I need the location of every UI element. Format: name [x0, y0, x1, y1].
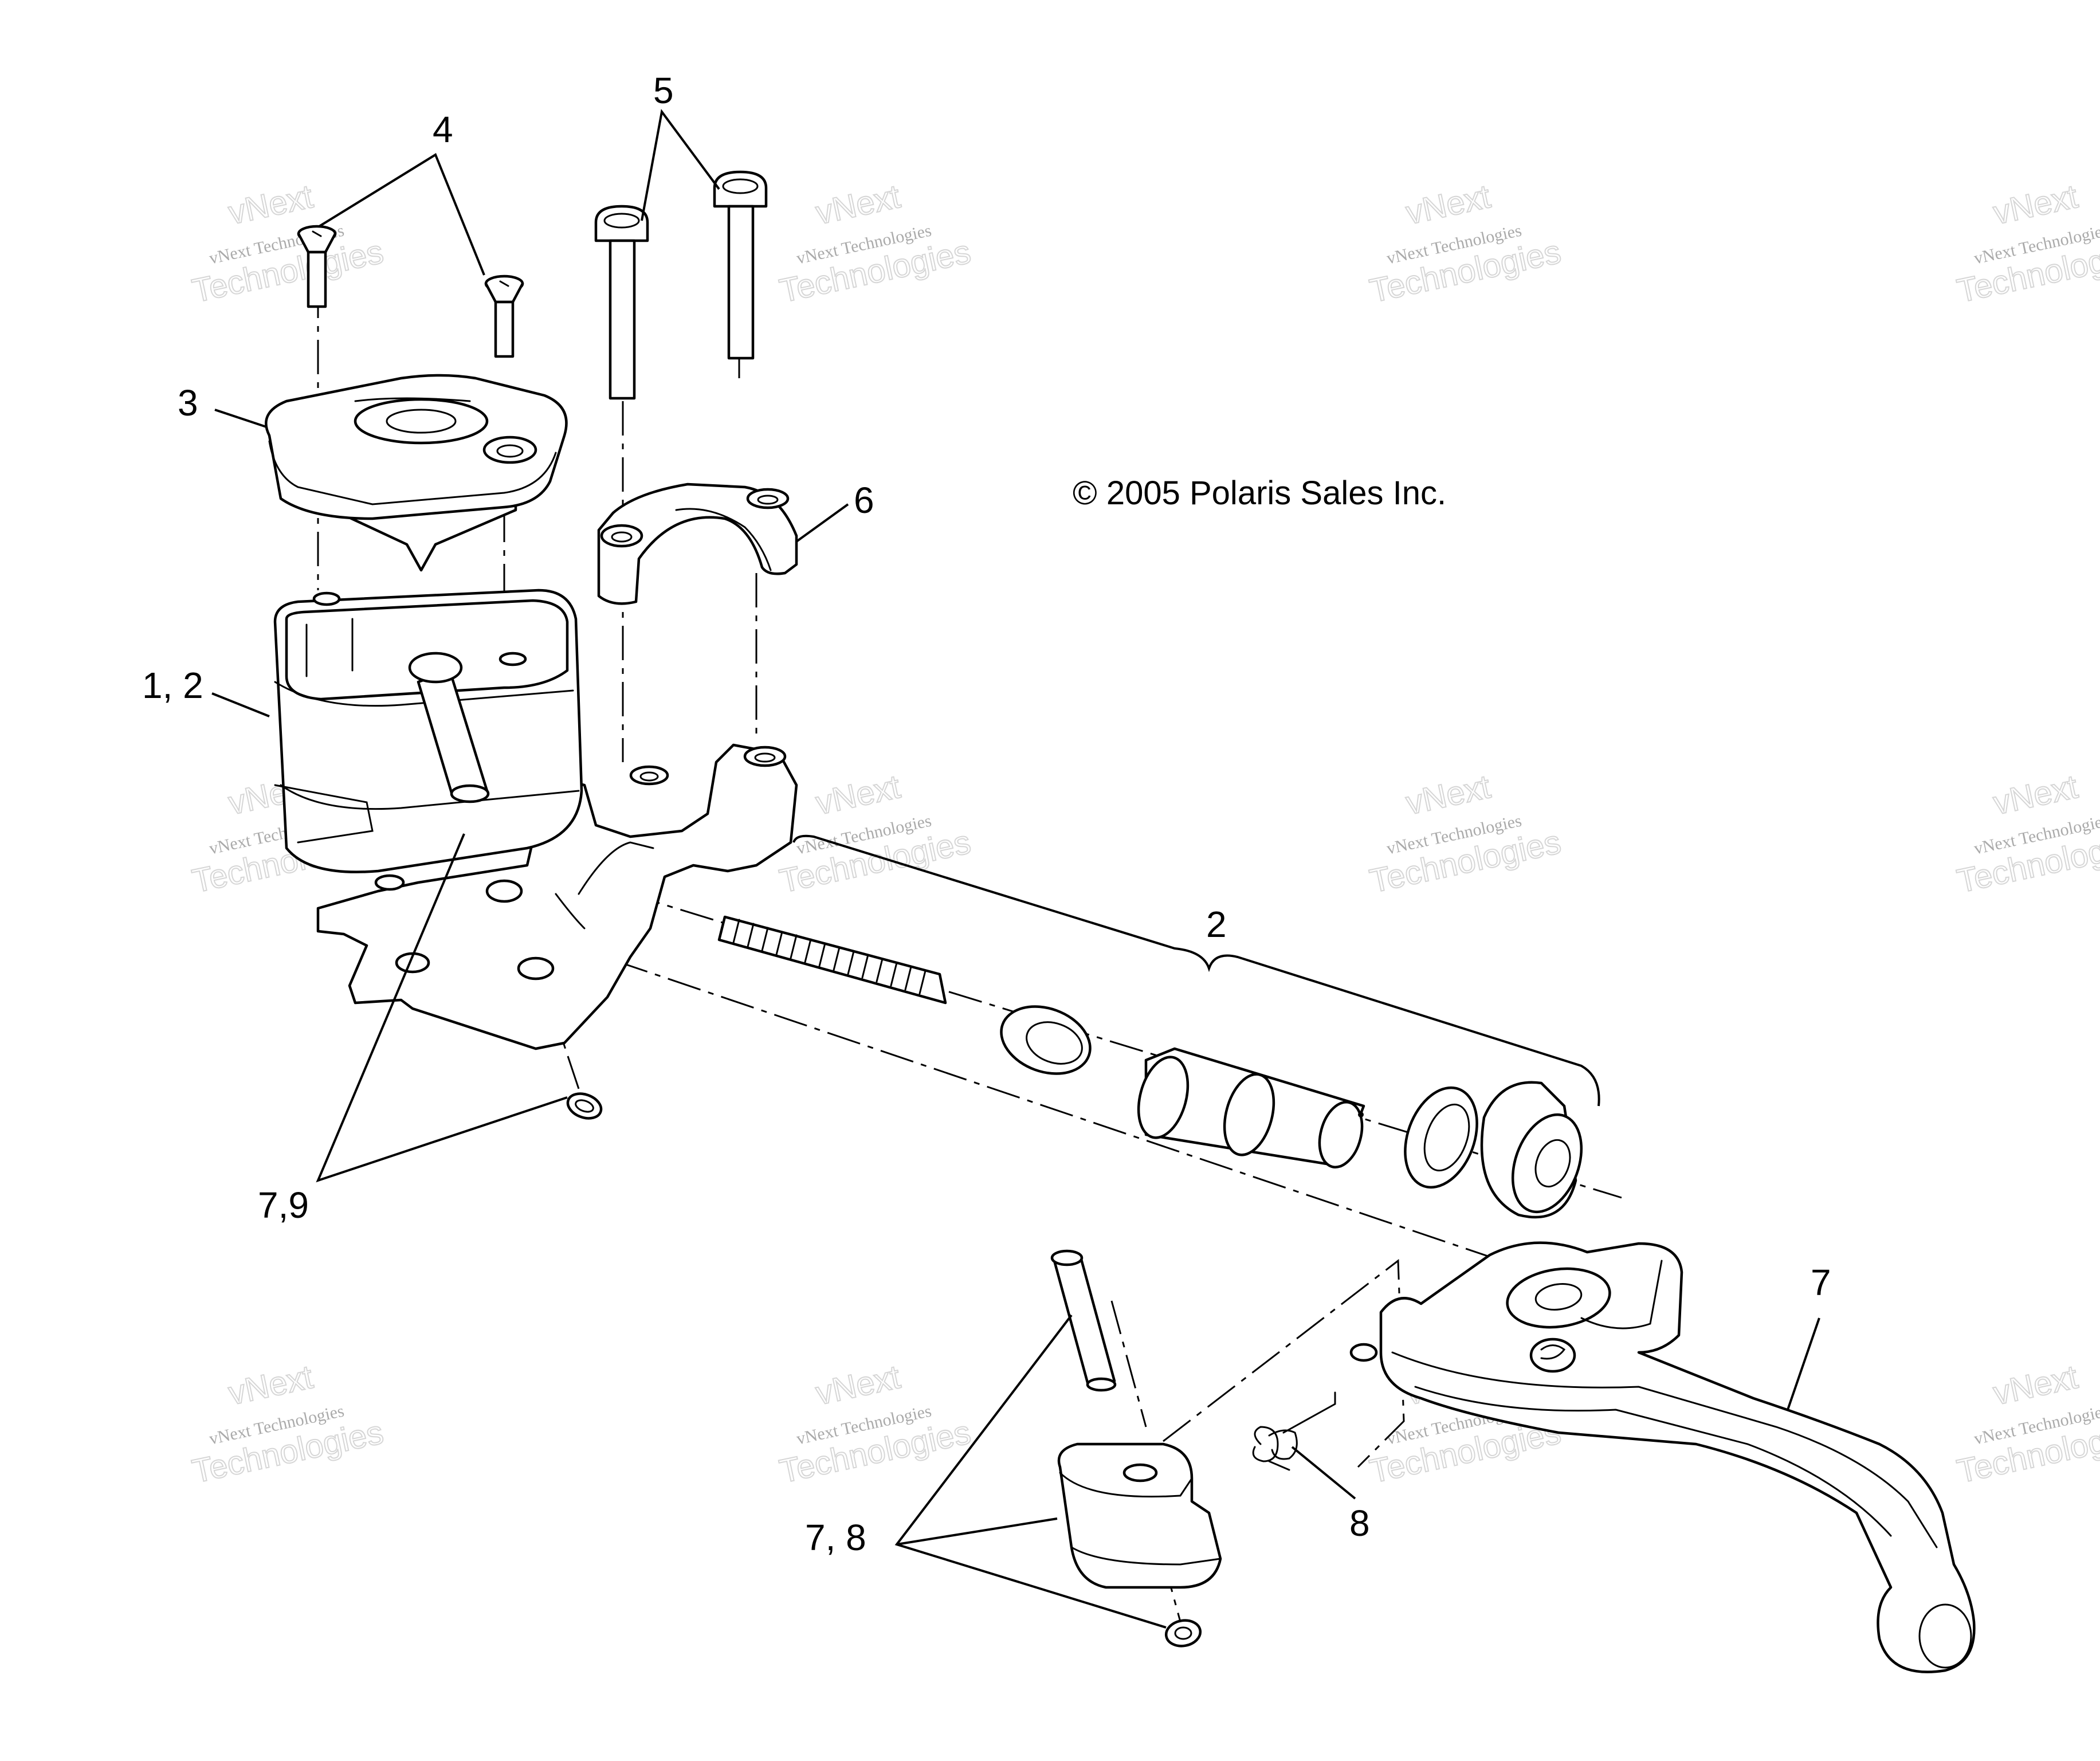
piston	[1137, 1047, 1365, 1169]
callout-8: 8	[1349, 1503, 1370, 1544]
watermark: vNext vNext Technologies Technologies	[1953, 1358, 2100, 1491]
retaining-clip-lower	[1164, 1619, 1202, 1648]
callout-leaders	[211, 109, 1820, 1629]
copyright-notice: © 2005 Polaris Sales Inc.	[1073, 474, 1446, 512]
boot	[1480, 1081, 1583, 1219]
handlebar-clamp	[597, 483, 798, 605]
callout-3: 3	[178, 382, 198, 423]
watermark: vNext vNext Technologies Technologies	[776, 767, 975, 900]
watermark-text: vNext	[225, 178, 316, 232]
callout-7: 7	[1811, 1262, 1831, 1303]
cover-screw-left	[297, 225, 337, 308]
callout-2: 2	[1206, 904, 1227, 945]
watermark-text: vNext	[1990, 178, 2081, 232]
callout-7-9: 7,9	[258, 1185, 309, 1226]
watermark-text: vNext	[1990, 768, 2081, 822]
watermark-text: vNext	[812, 768, 904, 822]
return-spring	[717, 915, 947, 1005]
watermark: vNext vNext Technologies Technologies	[189, 177, 387, 310]
watermark-text: vNext	[1990, 1358, 2081, 1412]
watermark: vNext vNext Technologies Technologies	[1953, 767, 2100, 900]
retaining-clip-upper	[566, 1092, 603, 1120]
brake-lever	[1349, 1241, 1976, 1673]
clamp-bolt-right	[713, 170, 768, 360]
washer	[1404, 1086, 1478, 1189]
lever-adjuster-block	[1057, 1442, 1222, 1589]
watermark-text: vNext	[1403, 768, 1494, 822]
watermark: vNext vNext Technologies Technologies	[776, 177, 975, 310]
callout-labels: 4 5 3 6 1, 2 2 7,9 7 7, 8 8	[142, 70, 1831, 1558]
watermark: vNext vNext Technologies Technologies	[1953, 177, 2100, 310]
callout-7-8: 7, 8	[805, 1517, 866, 1558]
watermark-text: vNext	[225, 1358, 316, 1412]
lever-pivot-pin	[1050, 1249, 1117, 1392]
watermark: vNext vNext Technologies Technologies	[776, 1358, 975, 1491]
callout-1-2: 1, 2	[142, 665, 203, 706]
callout-4: 4	[433, 109, 453, 150]
cover-screw-right	[484, 274, 524, 358]
watermark-text: vNext	[812, 178, 904, 232]
callout-5: 5	[653, 70, 674, 111]
lever-return-spring	[1252, 1391, 1336, 1471]
clamp-bolt-left	[594, 205, 649, 400]
watermark-text: vNext	[1403, 178, 1494, 232]
watermark-text: vNext	[812, 1358, 904, 1412]
watermark: vNext vNext Technologies Technologies	[189, 1358, 387, 1491]
callout-6: 6	[854, 480, 874, 521]
reservoir-cover	[265, 374, 568, 572]
primary-cup-seal	[1000, 1005, 1092, 1075]
watermark: vNext vNext Technologies Technologies	[1366, 177, 1565, 310]
master-cylinder-body	[273, 589, 798, 1050]
watermark: vNext vNext Technologies Technologies	[1366, 767, 1565, 900]
